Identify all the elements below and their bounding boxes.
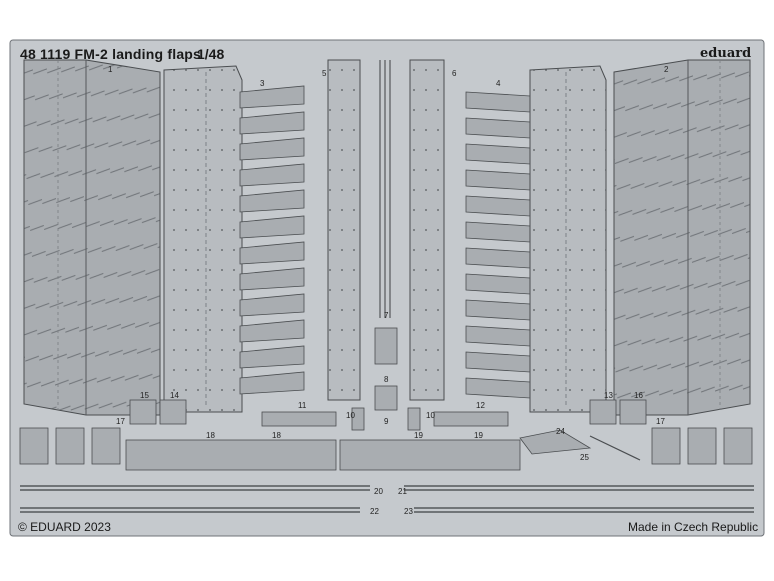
part-number-4: 4	[496, 79, 501, 88]
part-number-12: 12	[476, 401, 485, 410]
part-number-6: 6	[452, 69, 457, 78]
part-number-19: 19	[474, 431, 483, 440]
part-number-18: 18	[206, 431, 215, 440]
part-2-flap	[613, 59, 751, 416]
part-number-24: 24	[556, 427, 565, 436]
part-number-17: 17	[656, 417, 665, 426]
part-19-comb	[339, 439, 521, 471]
part-number-23: 23	[404, 507, 413, 516]
part-3-flap	[163, 65, 243, 413]
part-number-14: 14	[170, 391, 179, 400]
part-4-ribs	[465, 91, 531, 399]
part-number-21: 21	[398, 487, 407, 496]
part-6-strip	[409, 59, 445, 401]
part-number-11: 11	[298, 401, 307, 410]
part-number-20: 20	[374, 487, 383, 496]
part-number-3: 3	[260, 79, 265, 88]
part-13-16-small	[129, 399, 647, 425]
part-number-18: 18	[272, 431, 281, 440]
part-18-comb	[125, 439, 337, 471]
copyright-text: © EDUARD 2023	[18, 520, 111, 534]
part-7-rods	[379, 60, 391, 318]
part-25	[589, 435, 641, 461]
part-number-9: 9	[384, 417, 389, 426]
part-11	[261, 411, 337, 427]
part-number-2: 2	[664, 65, 669, 74]
made-in-text: Made in Czech Republic	[628, 520, 759, 534]
fret-title: 48 1119 FM-2 landing flaps	[20, 46, 202, 62]
part-number-7: 7	[384, 311, 389, 320]
part-3-ribs	[239, 85, 305, 395]
part-number-13: 13	[604, 391, 613, 400]
part-8-9-small	[351, 327, 421, 431]
part-5-strip	[327, 59, 361, 401]
part-number-17: 17	[116, 417, 125, 426]
part-24	[519, 429, 592, 455]
part-number-1: 1	[108, 65, 113, 74]
part-number-5: 5	[322, 69, 327, 78]
brand-logo: eduard	[700, 46, 752, 61]
part-4-flap	[529, 65, 607, 413]
part-17-hinges	[19, 427, 753, 465]
part-number-15: 15	[140, 391, 149, 400]
part-number-25: 25	[580, 453, 589, 462]
part-1-flap	[23, 59, 161, 416]
part-20-23-strips	[20, 485, 754, 513]
part-number-10: 10	[426, 411, 435, 420]
part-number-16: 16	[634, 391, 643, 400]
part-number-19: 19	[414, 431, 423, 440]
part-number-8: 8	[384, 375, 389, 384]
part-number-10: 10	[346, 411, 355, 420]
part-number-22: 22	[370, 507, 379, 516]
part-12	[433, 411, 509, 427]
fret-scale: 1/48	[197, 46, 225, 62]
